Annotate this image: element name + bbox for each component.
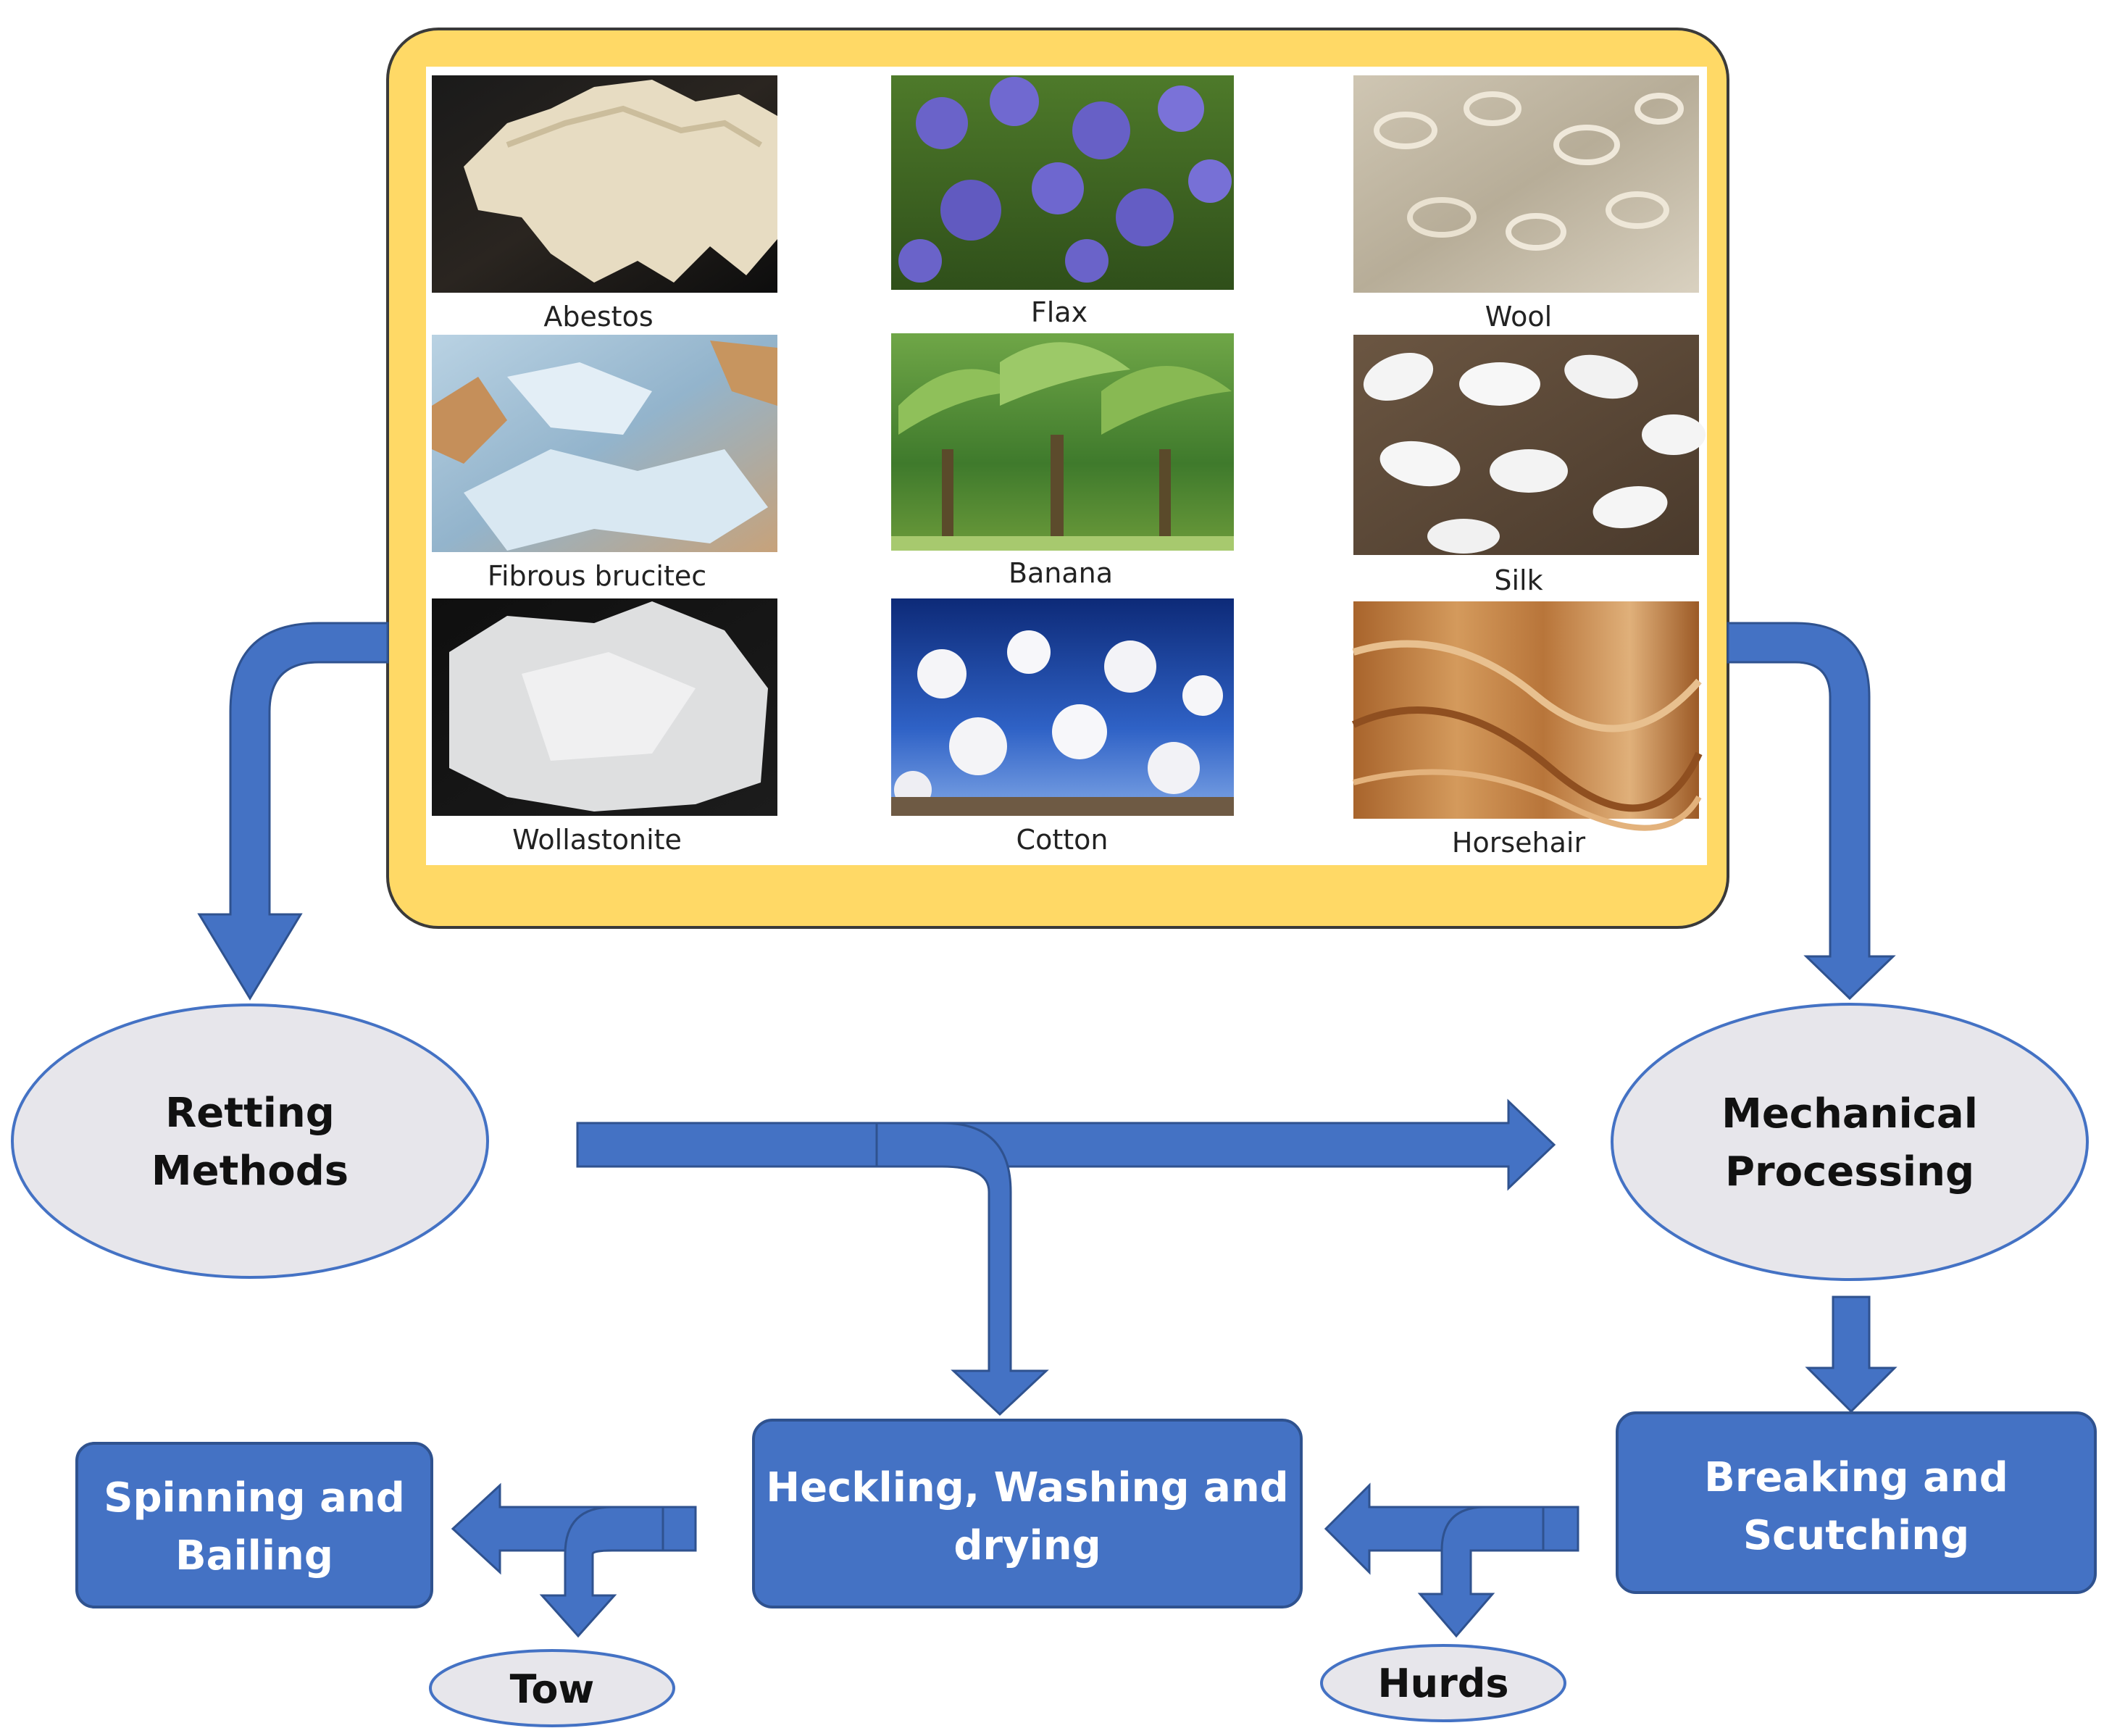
arrow-frame-to-mechanical <box>1727 622 1896 1001</box>
fiber-label-cotton: Cotton <box>1016 824 1109 856</box>
fiber-label-fibrous-brucitec: Fibrous brucitec <box>488 560 706 592</box>
heckling-washing-drying-line2: drying <box>953 1522 1101 1569</box>
horsehair-photo <box>1351 601 1703 831</box>
arrow-retting-to-mechanical <box>576 1098 1556 1191</box>
arrow-branch-to-hurds <box>1417 1506 1545 1638</box>
spinning-bailing-line2: Bailing <box>175 1532 333 1579</box>
retting-methods-node: Retting Methods <box>11 1003 489 1279</box>
hurds-node: Hurds <box>1320 1644 1566 1722</box>
tow-node: Tow <box>429 1649 675 1727</box>
retting-methods-line2: Methods <box>151 1148 348 1195</box>
arrow-mechanical-to-breaking <box>1805 1295 1898 1414</box>
retting-methods-line1: Retting <box>165 1090 335 1137</box>
breaking-scutching-line1: Breaking and <box>1704 1454 2008 1501</box>
wool-photo <box>1353 75 1699 293</box>
spinning-bailing-node: Spinning and Bailing <box>75 1442 433 1608</box>
tow-label: Tow <box>510 1666 595 1712</box>
hurds-label: Hurds <box>1377 1661 1508 1706</box>
silk-cocoons-photo <box>1353 335 1706 555</box>
fiber-label-banana: Banana <box>1009 557 1113 589</box>
wollastonite-photo <box>432 598 777 816</box>
heckling-washing-drying-line1: Heckling, Washing and <box>766 1464 1289 1511</box>
fiber-label-wool: Wool <box>1485 301 1552 333</box>
fiber-label-horsehair: Horsehair <box>1452 827 1586 859</box>
mechanical-processing-node: Mechanical Processing <box>1611 1003 2089 1281</box>
breaking-scutching-line2: Scutching <box>1743 1512 1969 1559</box>
arrow-frame-to-retting <box>197 622 389 1001</box>
mechanical-processing-line1: Mechanical <box>1721 1090 1978 1138</box>
fiber-label-abestos: Abestos <box>543 301 653 333</box>
fiber-label-wollastonite: Wollastonite <box>512 824 682 856</box>
flax-flowers-photo <box>891 75 1234 290</box>
mechanical-processing-line2: Processing <box>1725 1148 1974 1195</box>
cotton-bolls-photo <box>891 598 1234 816</box>
breaking-scutching-node: Breaking and Scutching <box>1616 1411 2097 1594</box>
banana-plants-photo <box>891 333 1234 551</box>
fiber-label-silk: Silk <box>1494 564 1542 596</box>
spinning-bailing-line1: Spinning and <box>104 1474 405 1522</box>
arrow-branch-to-heckling <box>875 1122 1049 1416</box>
fiber-label-flax: Flax <box>1031 296 1088 328</box>
heckling-washing-drying-node: Heckling, Washing and drying <box>752 1419 1303 1608</box>
asbestos-photo <box>432 75 777 293</box>
arrow-branch-to-tow <box>539 1506 664 1638</box>
fibrous-brucite-photo <box>432 335 777 552</box>
